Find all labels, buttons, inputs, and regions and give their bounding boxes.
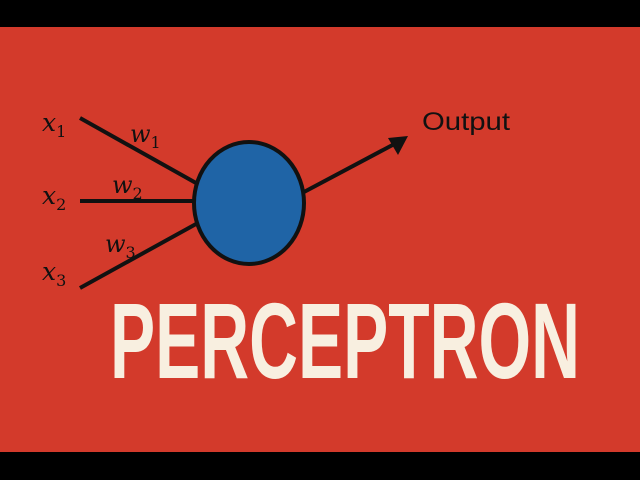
output-label: Output — [422, 108, 510, 136]
input-edge-3 — [79, 222, 197, 290]
input-label-1: x1 — [42, 108, 66, 141]
thumbnail-canvas: x1 x2 x3 w1 w2 w3 Output PERCEPTRON — [0, 27, 640, 452]
weight-label-3: w3 — [105, 230, 136, 262]
weight-label-1: w1 — [130, 120, 161, 152]
input-edge-1 — [79, 116, 197, 185]
title-perceptron: PERCEPTRON — [110, 280, 580, 401]
input-label-2: x2 — [42, 181, 66, 214]
neuron-node — [192, 140, 306, 266]
output-arrow — [303, 139, 401, 194]
output-arrowhead — [388, 136, 408, 155]
perceptron-diagram: x1 x2 x3 w1 w2 w3 Output PERCEPTRON — [42, 108, 580, 401]
weight-label-2: w2 — [112, 171, 143, 203]
input-label-3: x3 — [42, 257, 66, 290]
